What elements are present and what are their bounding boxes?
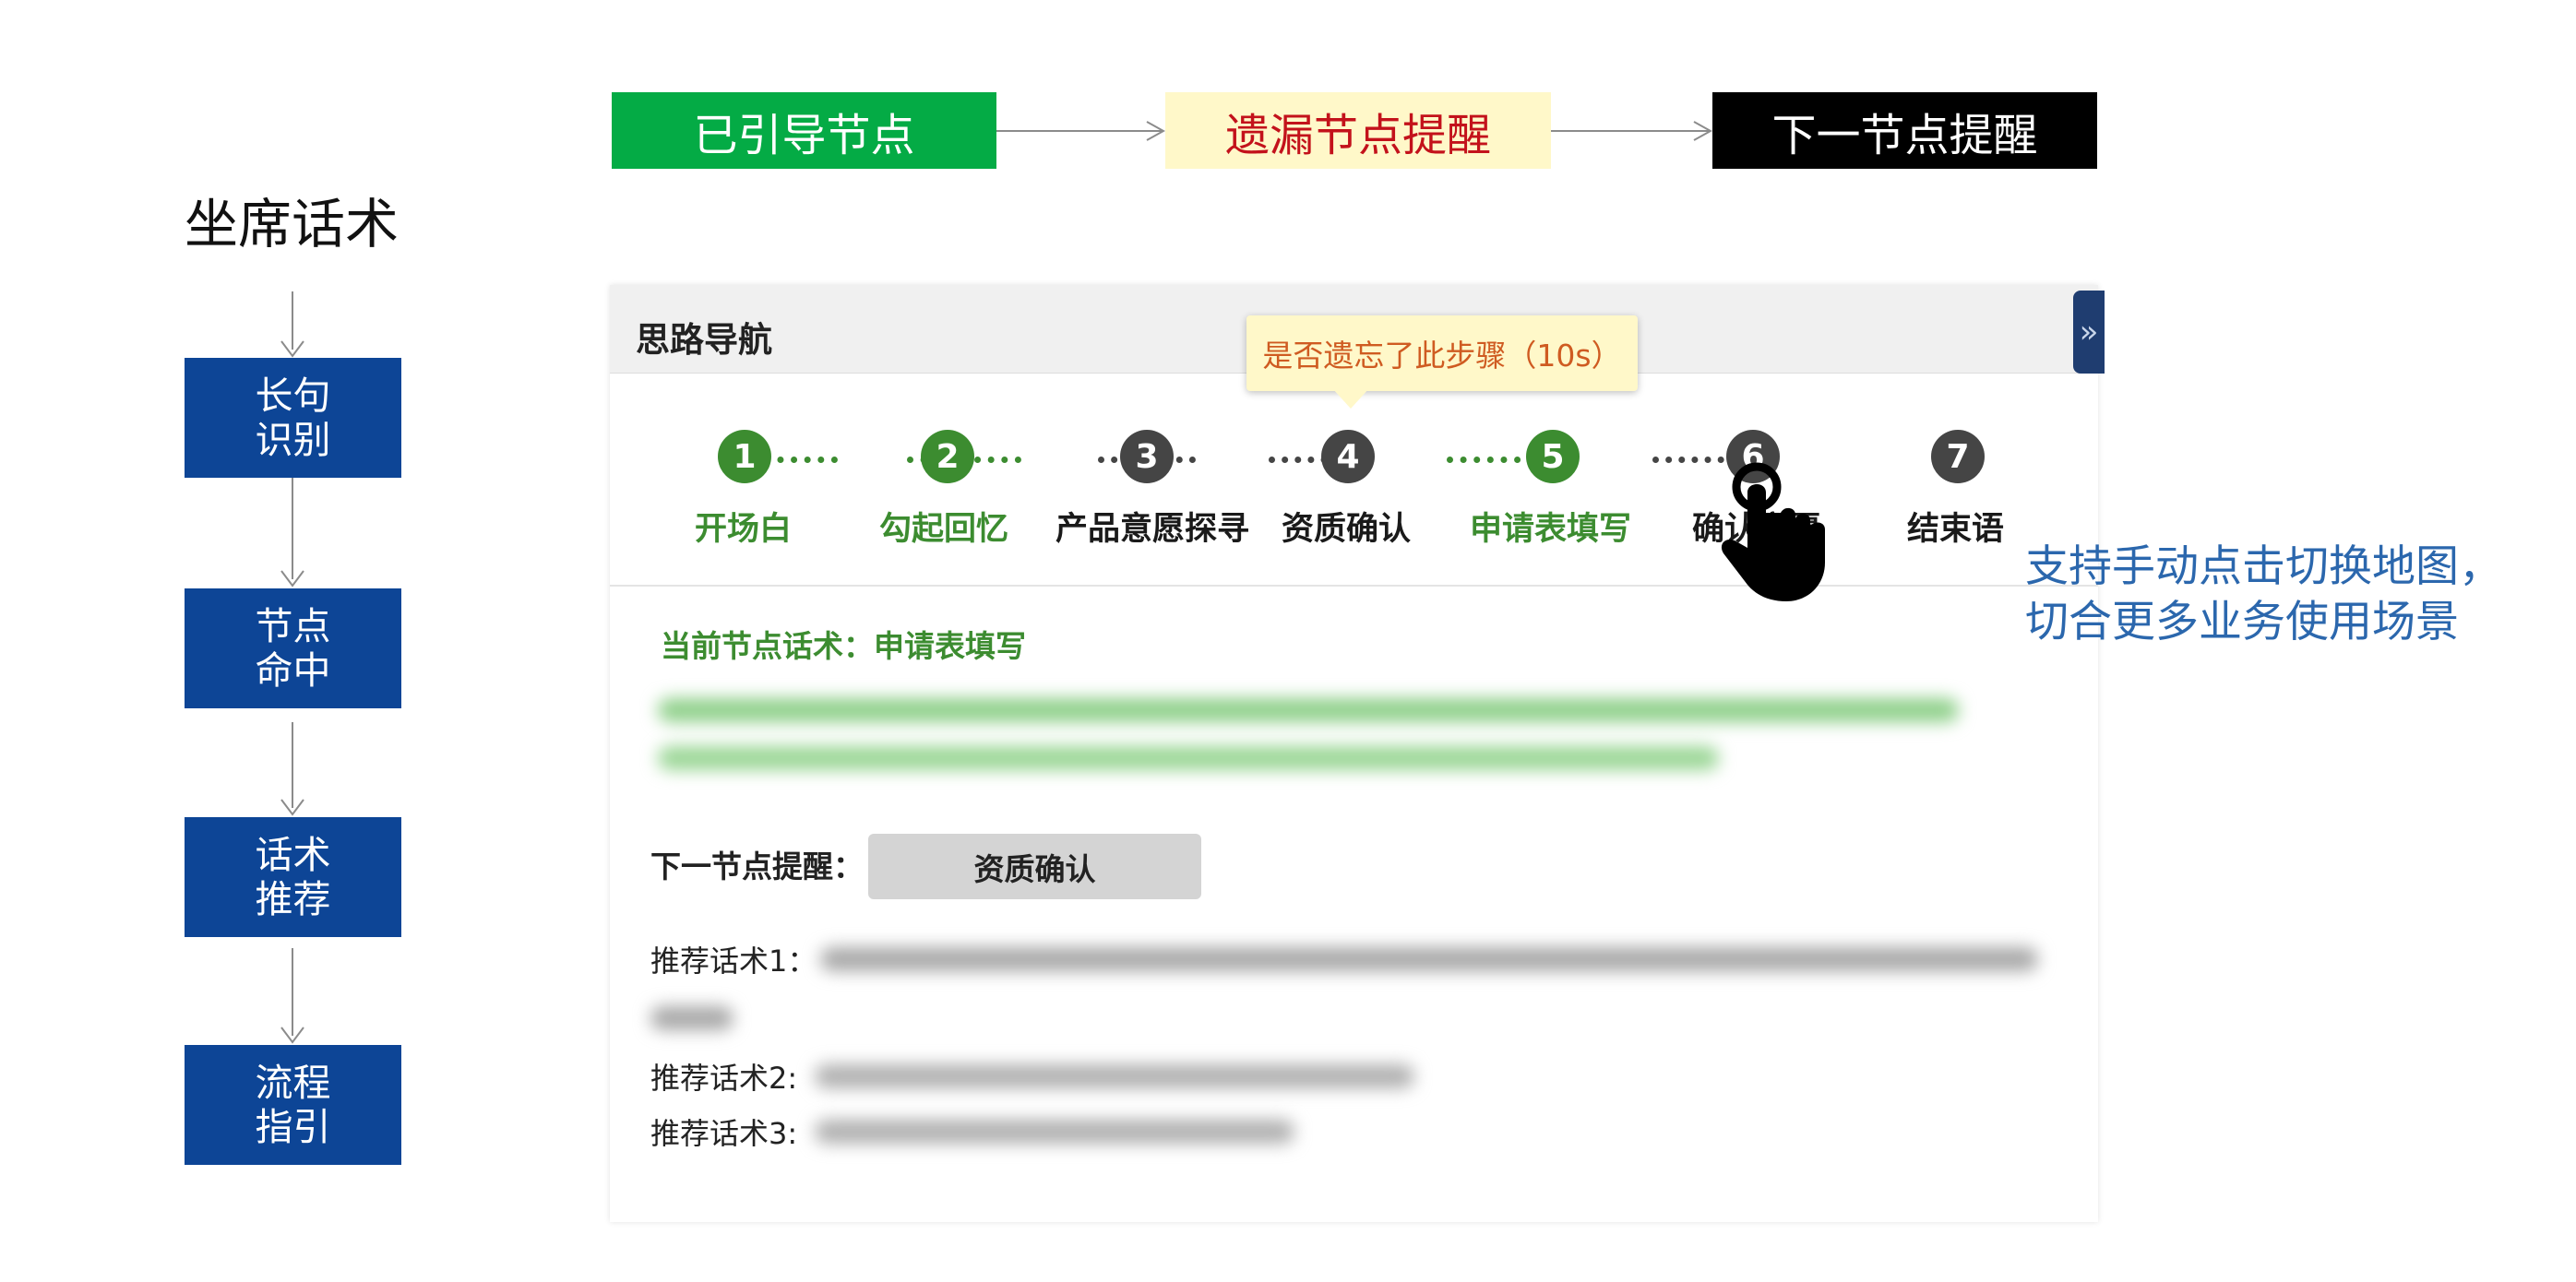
- down-arrow-icon: [280, 798, 305, 816]
- flow-step-line: 长句: [255, 374, 331, 418]
- flow-step-process-guide: 流程 指引: [185, 1045, 401, 1165]
- flow-step-line: 节点: [255, 604, 331, 648]
- blurred-script-text: [815, 1120, 1294, 1144]
- tooltip-tail: [1332, 388, 1369, 409]
- step-5-label[interactable]: 申请表填写: [1470, 511, 1632, 548]
- step-connector: [1269, 457, 1366, 463]
- recommend-script-1-label: 推荐话术1：: [650, 944, 817, 979]
- navigation-panel: 思路导航 » 1 2 3 4 5 6 7 开场白 勾起回忆 产品意愿探寻 资质确…: [610, 285, 2105, 1222]
- legend-next-node: 下一节点提醒: [1712, 92, 2097, 169]
- down-arrow-icon: [280, 1026, 305, 1044]
- blurred-script-text: [820, 947, 2038, 971]
- flow-step-script-recommend: 话术 推荐: [185, 817, 401, 937]
- annotation-line: 切合更多业务使用场景: [2025, 597, 2459, 647]
- step-1-circle[interactable]: 1: [718, 430, 771, 483]
- panel-divider: [610, 585, 2098, 587]
- blurred-script-text: [658, 746, 1719, 770]
- right-arrow-icon: [1551, 121, 1712, 141]
- next-node-chip[interactable]: 资质确认: [868, 834, 1201, 899]
- flow-step-line: 命中: [255, 648, 331, 693]
- step-7-circle[interactable]: 7: [1931, 430, 1985, 483]
- next-node-label: 下一节点提醒：: [650, 849, 864, 884]
- annotation-line: 支持手动点击切换地图，: [2025, 541, 2502, 592]
- legend-missed-node: 遗漏节点提醒: [1165, 92, 1551, 169]
- step-3-label[interactable]: 产品意愿探寻: [1055, 511, 1250, 548]
- blurred-script-text: [650, 1006, 733, 1030]
- hand-pointer-icon: [1721, 462, 1825, 601]
- step-5-circle[interactable]: 5: [1526, 430, 1580, 483]
- flow-connector: [292, 291, 293, 350]
- step-4-label[interactable]: 资质确认: [1282, 511, 1412, 548]
- flow-step-long-sentence: 长句 识别: [185, 358, 401, 478]
- step-4-circle[interactable]: 4: [1321, 430, 1375, 483]
- flow-connector: [292, 722, 293, 808]
- step-connector: [1447, 457, 1561, 463]
- step-1-label[interactable]: 开场白: [695, 511, 793, 548]
- expand-panel-icon[interactable]: »: [2073, 291, 2105, 374]
- flow-step-line: 识别: [255, 418, 331, 462]
- recommend-script-3-label: 推荐话术3:: [650, 1116, 798, 1151]
- missed-step-tooltip: 是否遗忘了此步骤（10s）: [1246, 315, 1638, 391]
- step-2-label[interactable]: 勾起回忆: [879, 511, 1009, 548]
- legend-guided-node: 已引导节点: [612, 92, 996, 169]
- current-node-label: 当前节点话术：申请表填写: [661, 628, 1026, 664]
- flow-step-line: 流程: [255, 1061, 331, 1105]
- flow-connector: [292, 478, 293, 579]
- panel-title: 思路导航: [636, 320, 772, 360]
- feature-annotation: 支持手动点击切换地图， 切合更多业务使用场景: [2025, 540, 2502, 650]
- flow-step-line: 指引: [255, 1105, 331, 1149]
- recommend-script-2-label: 推荐话术2:: [650, 1061, 798, 1096]
- blurred-script-text: [658, 698, 1959, 722]
- flow-title: 坐席话术: [185, 193, 400, 255]
- step-connector: [1652, 457, 1750, 463]
- step-connector: [723, 457, 838, 463]
- flow-step-line: 推荐: [255, 877, 331, 921]
- step-3-circle[interactable]: 3: [1120, 430, 1174, 483]
- right-arrow-icon: [996, 121, 1165, 141]
- down-arrow-icon: [280, 569, 305, 588]
- down-arrow-icon: [280, 339, 305, 358]
- flow-connector: [292, 948, 293, 1036]
- step-7-label[interactable]: 结束语: [1907, 511, 2005, 548]
- step-2-circle[interactable]: 2: [921, 430, 974, 483]
- flow-step-line: 话术: [255, 833, 331, 877]
- blurred-script-text: [815, 1064, 1414, 1088]
- flow-step-node-hit: 节点 命中: [185, 588, 401, 708]
